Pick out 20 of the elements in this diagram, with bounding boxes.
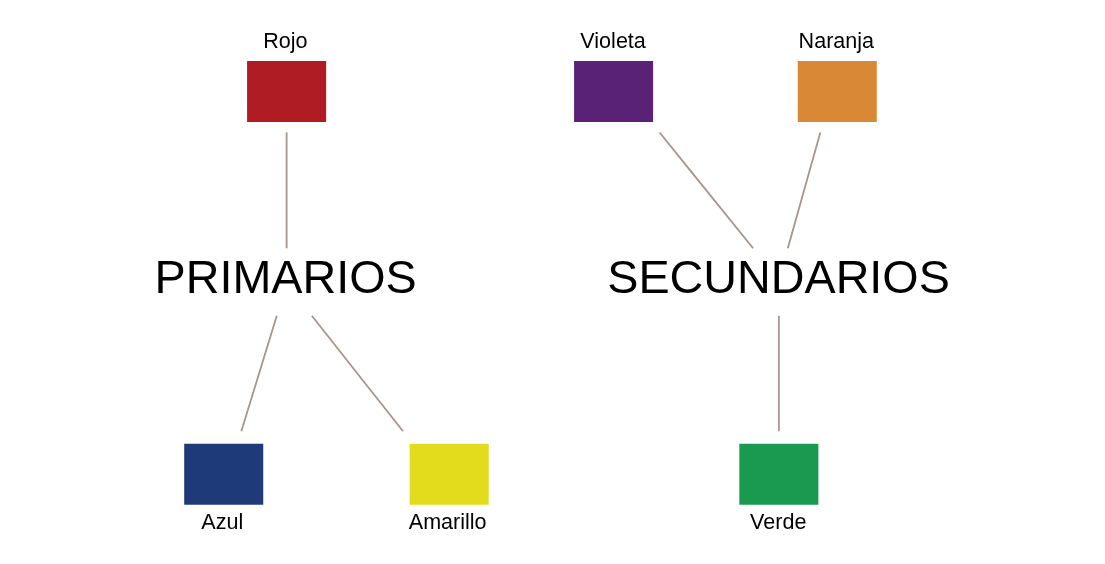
connector [240, 314, 278, 433]
connector [777, 314, 780, 433]
node-label: Amarillo [408, 509, 487, 535]
connector [310, 314, 404, 433]
node-box [247, 61, 327, 123]
node-label: Violeta [580, 27, 646, 53]
node-box [739, 443, 819, 505]
node-box [409, 443, 489, 505]
connector [786, 131, 822, 250]
node-box [184, 443, 264, 505]
node-label: Naranja [798, 27, 875, 53]
node-text: PRIMARIOS [154, 251, 417, 304]
node-box [797, 61, 877, 123]
node-text: SECUNDARIOS [607, 251, 950, 304]
node-label: Rojo [263, 27, 308, 53]
node-box [574, 61, 654, 123]
node-label: Verde [750, 509, 807, 535]
connector [658, 131, 754, 250]
connector [285, 131, 288, 250]
node-label: Azul [201, 509, 244, 535]
